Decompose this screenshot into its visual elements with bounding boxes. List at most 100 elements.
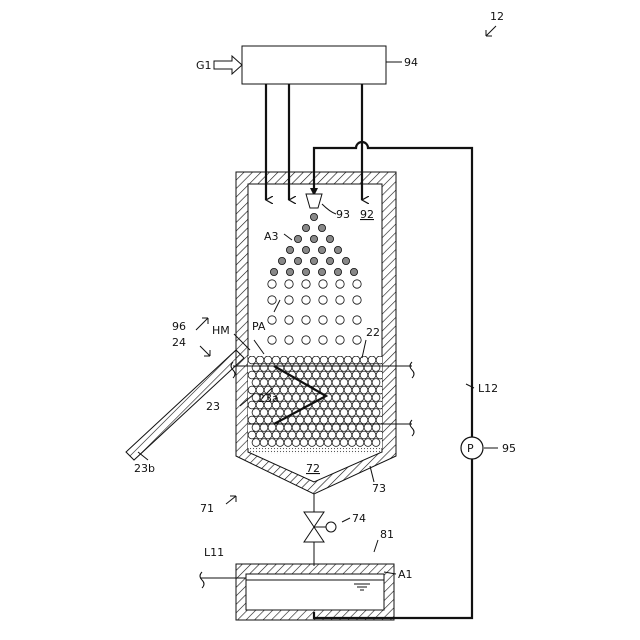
bed-particle [320, 431, 328, 439]
bed-particle [356, 439, 364, 447]
mesh-layer [250, 448, 380, 454]
bed-particle [288, 401, 296, 409]
valve-actuator [326, 522, 336, 532]
bed-particle [308, 439, 316, 447]
bed-particle [340, 409, 348, 417]
bed-particle [256, 371, 264, 379]
bed-particle [276, 409, 284, 417]
bed-particle [372, 394, 380, 402]
bed-particle [260, 439, 268, 447]
droplet [286, 246, 293, 253]
bed-particle [304, 371, 312, 379]
droplet [278, 257, 285, 264]
bed-particle [256, 431, 264, 439]
bed-particle [324, 409, 332, 417]
bed-particle [352, 371, 360, 379]
particle [353, 336, 361, 344]
bed-particle [272, 431, 280, 439]
particle [319, 296, 327, 304]
bed-particle [344, 431, 352, 439]
bed-particle [344, 356, 352, 364]
bed-particle [364, 439, 372, 447]
bed-particle [348, 394, 356, 402]
spray-nozzle [306, 194, 322, 208]
bed-particle [252, 364, 260, 372]
droplet [326, 235, 333, 242]
label-72: 72 [306, 462, 320, 475]
bed-particle [284, 424, 292, 432]
bed-particle [356, 379, 364, 387]
bed-particle [308, 424, 316, 432]
fig-ref-arrow [486, 26, 496, 36]
apparatus-ref-arrow [196, 318, 208, 330]
bed-particle [364, 409, 372, 417]
bed-particle [324, 364, 332, 372]
particle [302, 336, 310, 344]
leader-lines [138, 62, 498, 574]
bed-particle [336, 371, 344, 379]
bed-particle [316, 424, 324, 432]
bed-particle [340, 394, 348, 402]
bed-particle [344, 416, 352, 424]
particle [336, 336, 344, 344]
particle [336, 280, 344, 288]
bed-particle [360, 356, 368, 364]
bed-particle [356, 394, 364, 402]
bed-particle [252, 379, 260, 387]
bed-particle [340, 439, 348, 447]
bed-particle [348, 409, 356, 417]
bed-particle [352, 416, 360, 424]
label-23a: 23a [258, 392, 279, 405]
particle [285, 280, 293, 288]
bed-particle [372, 439, 380, 447]
bed-particle [368, 356, 376, 364]
bed-particle [336, 356, 344, 364]
droplet [318, 268, 325, 275]
particle [319, 336, 327, 344]
bed-particle [356, 409, 364, 417]
bed-particle [368, 386, 376, 394]
break-mark-tank [200, 572, 204, 588]
bed-particle [304, 431, 312, 439]
droplet [350, 268, 357, 275]
bed-particle [332, 379, 340, 387]
particle [319, 280, 327, 288]
bed-particle [356, 364, 364, 372]
bed-particle [252, 409, 260, 417]
pump-letter: P [467, 442, 474, 455]
bed-particle [336, 401, 344, 409]
bed-particle [332, 364, 340, 372]
bed-particle [284, 379, 292, 387]
label-l12: L12 [478, 382, 498, 395]
bed-particle [268, 409, 276, 417]
break-mark-right-bottom [410, 420, 414, 436]
bed-particle [276, 439, 284, 447]
bed-particle [296, 416, 304, 424]
particle [268, 280, 276, 288]
label-a1: A1 [398, 568, 413, 581]
bed-particle [296, 431, 304, 439]
bed-particle [360, 371, 368, 379]
bed-particle [288, 356, 296, 364]
label-95: 95 [502, 442, 516, 455]
bed-particle [312, 416, 320, 424]
bed-particle [272, 356, 280, 364]
bed-particle [260, 379, 268, 387]
bed-particle [248, 386, 256, 394]
bed-particle [368, 371, 376, 379]
bed-particle [292, 439, 300, 447]
bed-particle [328, 416, 336, 424]
bed-particle [328, 431, 336, 439]
bed-particle [344, 401, 352, 409]
bed-particle [328, 386, 336, 394]
label-96: 96 [172, 320, 186, 333]
droplet [302, 246, 309, 253]
droplet [310, 213, 317, 220]
label-l11: L11 [204, 546, 224, 559]
bed-particle [324, 439, 332, 447]
bed-particle [340, 424, 348, 432]
bed-particle [256, 416, 264, 424]
bed-particle [248, 356, 256, 364]
